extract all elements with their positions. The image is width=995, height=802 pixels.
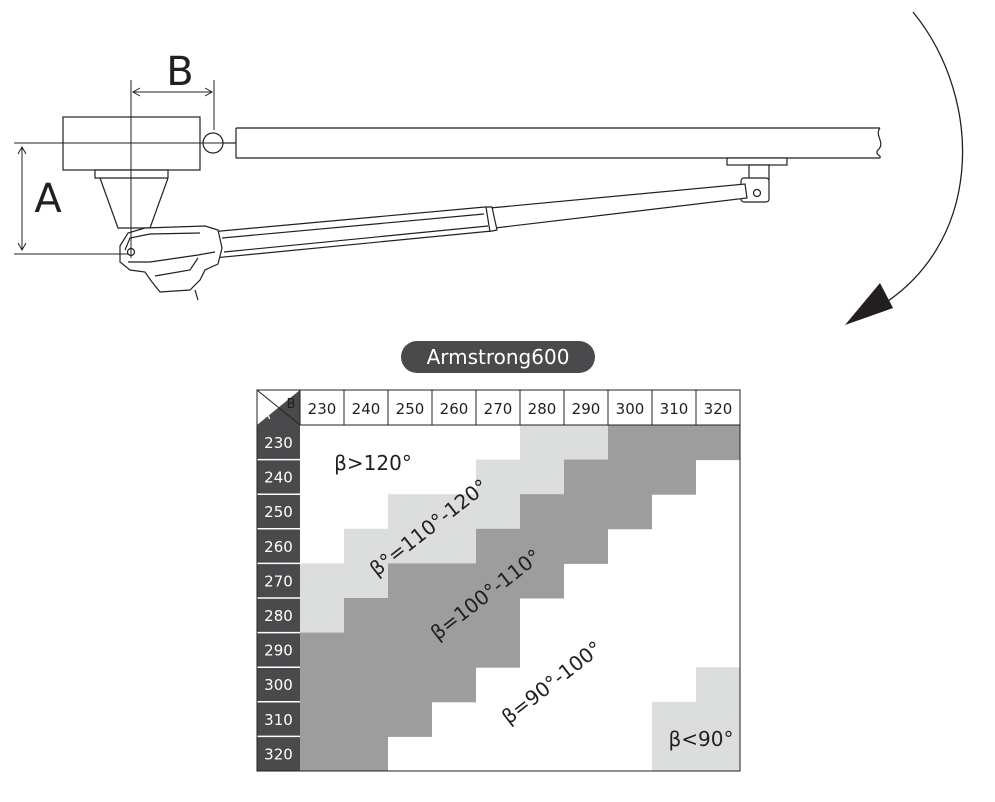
row-header-label: 250 <box>264 503 293 521</box>
zone-cell-light <box>696 667 740 703</box>
zone-cell-dark <box>300 632 520 668</box>
corner-label-a: A <box>262 408 271 423</box>
row-header-label: 260 <box>264 538 293 556</box>
column-header-cell <box>695 389 741 426</box>
row-header-label: 280 <box>264 607 293 625</box>
zone-cell-light <box>388 494 520 530</box>
column-header-label: 300 <box>616 400 645 418</box>
dimension-label-a: A <box>34 176 62 222</box>
zone-fills <box>300 425 740 772</box>
zone-cell-dark <box>476 528 608 564</box>
zone-label-lt90: β<90° <box>669 727 734 751</box>
zone-cell-light <box>652 736 740 772</box>
column-header-label: 290 <box>572 400 601 418</box>
zone-cell-dark <box>344 598 520 634</box>
column-header-cell <box>563 389 609 426</box>
zone-label-gt120: β>120° <box>334 451 412 475</box>
zone-cell-dark <box>564 459 696 495</box>
swing-arc <box>869 11 964 313</box>
table-corner: B A <box>256 389 301 426</box>
row-header-label: 310 <box>264 711 293 729</box>
column-header-label: 270 <box>484 400 513 418</box>
dimension-lines <box>14 80 228 258</box>
zone-cell-light <box>520 425 608 461</box>
corner-label-b: B <box>287 397 296 412</box>
column-header-label: 230 <box>308 400 337 418</box>
zone-cell-dark <box>608 425 740 461</box>
column-header-cell <box>651 389 697 426</box>
dimension-label-b: B <box>166 49 193 95</box>
opener-drawing <box>14 11 964 325</box>
zone-cell-dark <box>300 736 388 772</box>
column-header-label: 280 <box>528 400 557 418</box>
column-header-label: 320 <box>704 400 733 418</box>
zone-cell-dark <box>520 494 652 530</box>
zone-cell-dark <box>300 701 432 737</box>
swing-arrow-icon <box>845 283 893 325</box>
row-header-label: 270 <box>264 572 293 590</box>
row-header-label: 290 <box>264 642 293 660</box>
column-header-cell <box>475 389 521 426</box>
row-header-label: 240 <box>264 469 293 487</box>
zone-cell-light <box>344 528 476 564</box>
zone-cell-light <box>300 598 344 634</box>
row-header-label: 320 <box>264 745 293 763</box>
row-header-label: 300 <box>264 676 293 694</box>
row-headers: 230 240 250 260 270 280 290 300 310 320 <box>257 425 300 771</box>
column-header-label: 250 <box>396 400 425 418</box>
column-header-label: 240 <box>352 400 381 418</box>
column-header-cell <box>343 389 389 426</box>
product-badge-text: Armstrong600 <box>427 345 570 369</box>
zone-cell-dark <box>388 563 564 599</box>
row-header-label: 230 <box>264 434 293 452</box>
outer-tube <box>209 206 498 259</box>
gate-bracket <box>726 157 788 166</box>
product-badge: Armstrong600 <box>401 341 595 373</box>
column-headers: 230 240 250 260 270 280 290 300 310 320 <box>299 389 741 426</box>
zone-cell-light <box>300 563 388 599</box>
column-header-label: 260 <box>440 400 469 418</box>
zone-cell-light <box>652 701 740 737</box>
column-header-label: 310 <box>660 400 689 418</box>
gate-leaf <box>235 127 880 159</box>
zone-cell-light <box>476 459 564 495</box>
zone-cell-dark <box>300 667 476 703</box>
angle-table: B A 230 240 250 260 270 280 290 300 310 320 230 24… <box>256 389 741 772</box>
inner-rod <box>489 183 748 229</box>
